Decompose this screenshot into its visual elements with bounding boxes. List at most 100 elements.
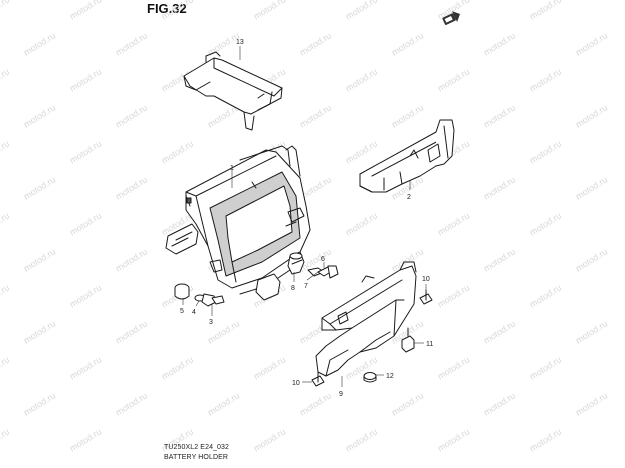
watermark-text: motod.ru <box>574 246 609 273</box>
callout-10-upper: 10 <box>422 276 430 283</box>
watermark-text: motod.ru <box>528 210 563 237</box>
watermark-text: motod.ru <box>574 30 609 57</box>
part-10-bolt-lower <box>311 371 325 387</box>
watermark-text: motod.ru <box>574 390 609 417</box>
part-7-bolt <box>307 265 339 279</box>
watermark-text: motod.ru <box>298 30 333 57</box>
watermark-text: motod.ru <box>390 30 425 57</box>
watermark-text: motod.ru <box>528 138 563 165</box>
figure-title: FIG.32 <box>147 1 187 16</box>
watermark-text: motod.ru <box>22 174 57 201</box>
watermark-text: motod.ru <box>0 426 11 453</box>
part-12-nut <box>363 372 377 383</box>
watermark-text: motod.ru <box>0 210 11 237</box>
watermark-text: motod.ru <box>528 282 563 309</box>
watermark-text: motod.ru <box>436 354 471 381</box>
callout-6: 6 <box>321 256 325 263</box>
watermark-text: motod.ru <box>390 102 425 129</box>
watermark-text: motod.ru <box>574 318 609 345</box>
watermark-text: motod.ru <box>68 138 103 165</box>
watermark-text: motod.ru <box>22 30 57 57</box>
front-arrow-icon <box>442 11 461 25</box>
watermark-text: motod.ru <box>574 174 609 201</box>
watermark-text: motod.ru <box>482 318 517 345</box>
watermark-text: motod.ru <box>68 282 103 309</box>
callout-4: 4 <box>192 309 196 316</box>
watermark-text: motod.ru <box>436 426 471 453</box>
watermark-text: motod.ru <box>114 102 149 129</box>
callout-1: 1 <box>230 165 234 172</box>
watermark-text: motod.ru <box>22 102 57 129</box>
watermark-text: motod.ru <box>160 138 195 165</box>
callout-11: 11 <box>426 341 433 348</box>
part-13-cover-bracket <box>183 51 283 131</box>
watermark-text: motod.ru <box>436 282 471 309</box>
watermark-text: motod.ru <box>528 354 563 381</box>
watermark-text: motod.ru <box>482 246 517 273</box>
callout-labels: 13 1 2 6 7 8 5 4 3 10 11 12 10 9 <box>180 39 433 398</box>
watermark-text: motod.ru <box>344 138 379 165</box>
watermark-text: motod.ru <box>68 210 103 237</box>
watermark-text: motod.ru <box>344 0 379 22</box>
watermark-text: motod.ru <box>482 30 517 57</box>
part-2-side-bracket <box>359 119 455 193</box>
part-5-cushion <box>174 283 190 300</box>
watermark-text: motod.ru <box>528 0 563 22</box>
watermark-text: motod.ru <box>528 66 563 93</box>
callout-10-lower: 10 <box>292 380 300 387</box>
watermark-text: motod.ru <box>206 390 241 417</box>
watermark-text: motod.ru <box>68 0 103 22</box>
watermark-text: motod.ru <box>114 318 149 345</box>
watermark-text: motod.ru <box>22 246 57 273</box>
leader-lines <box>182 46 427 387</box>
watermark-text: motod.ru <box>390 390 425 417</box>
watermark-text: motod.ru <box>436 210 471 237</box>
watermark-text: motod.ru <box>114 30 149 57</box>
watermark-text: motod.ru <box>482 102 517 129</box>
watermark-text: motod.ru <box>0 282 11 309</box>
watermark-text: motod.ru <box>482 174 517 201</box>
part-10-bolt-upper <box>419 289 433 305</box>
watermark-text: motod.ru <box>160 0 195 22</box>
watermark-text: motod.ru <box>0 354 11 381</box>
watermark-text: motod.ru <box>0 0 11 22</box>
watermark-text: motod.ru <box>436 66 471 93</box>
watermark-text: motod.ru <box>68 354 103 381</box>
watermark-text: motod.ru <box>298 102 333 129</box>
diagram-code: TU250XL2 E24_032 <box>164 444 230 451</box>
diagram-name: BATTERY HOLDER <box>164 454 229 461</box>
callout-7: 7 <box>304 283 308 290</box>
watermark-text: motod.ru <box>0 66 11 93</box>
callout-12: 12 <box>386 373 394 380</box>
part-3-bolt <box>201 293 225 307</box>
callout-8: 8 <box>291 285 295 292</box>
watermark-text: motod.ru <box>528 426 563 453</box>
callout-5: 5 <box>180 308 184 315</box>
watermark-text: motod.ru <box>252 426 287 453</box>
callout-3: 3 <box>209 319 213 326</box>
watermark-text: motod.ru <box>252 354 287 381</box>
watermark-text: motod.ru <box>114 246 149 273</box>
callout-2: 2 <box>407 194 411 201</box>
part-11-bolt <box>401 327 415 353</box>
watermark-text: motod.ru <box>68 426 103 453</box>
watermark-text: motod.ru <box>114 390 149 417</box>
watermark-text: motod.ru <box>344 426 379 453</box>
watermark-text: motod.ru <box>252 0 287 22</box>
callout-13: 13 <box>236 39 244 46</box>
watermark-text: motod.ru <box>22 390 57 417</box>
watermark-text: motod.ru <box>22 318 57 345</box>
watermark-text: motod.ru <box>114 174 149 201</box>
watermark-text: motod.ru <box>298 390 333 417</box>
part-9-lower-bracket <box>315 261 417 377</box>
callout-9: 9 <box>339 391 343 398</box>
watermark-text: motod.ru <box>574 102 609 129</box>
watermark-text: motod.ru <box>0 138 11 165</box>
watermark-text: motod.ru <box>344 66 379 93</box>
watermark-text: motod.ru <box>160 354 195 381</box>
part-1-battery-holder <box>165 145 311 301</box>
part-8-cushion <box>287 251 305 275</box>
watermark-text: motod.ru <box>344 210 379 237</box>
watermark-text: motod.ru <box>482 390 517 417</box>
